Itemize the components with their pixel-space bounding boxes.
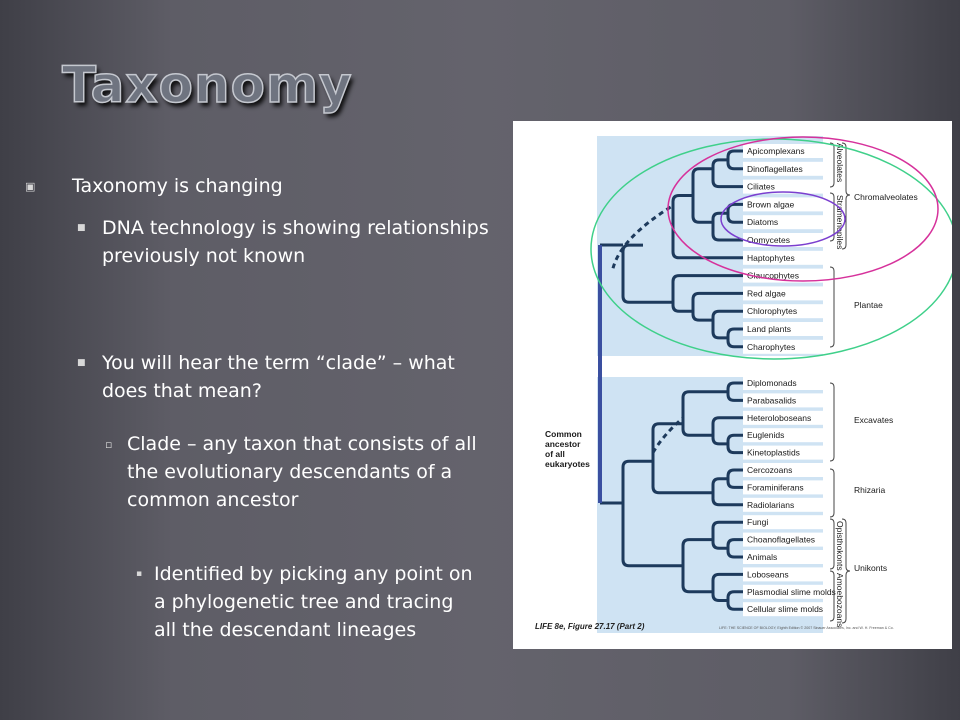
stramenopiles-label: Stramenopiles	[835, 195, 845, 249]
taxon-label: Choanoflagellates	[747, 535, 815, 545]
taxon-label-box	[743, 268, 825, 283]
taxon-label: Animals	[747, 552, 777, 562]
taxon-label-box	[743, 322, 825, 336]
branch-red-green	[691, 291, 743, 322]
branch-excavate-rhizaria	[651, 422, 713, 495]
taxon-label-box	[743, 463, 825, 477]
taxon-label: Dinoflagellates	[747, 164, 803, 174]
root-label-line1: Common	[545, 429, 582, 439]
taxon-label: Land plants	[747, 324, 791, 334]
bullet-text: DNA technology is showing relationships …	[102, 217, 489, 267]
root-label-line3: of all	[545, 449, 565, 459]
small-square-bullet-icon: ▪	[136, 569, 143, 579]
rhizaria-label: Rhizaria	[854, 485, 885, 495]
taxon-label: Cellular slime molds	[747, 604, 823, 614]
taxon-label: Brown algae	[747, 199, 795, 209]
figure-caption: LIFE 8e, Figure 27.17 (Part 2)	[535, 622, 645, 631]
branch-alveolate	[711, 158, 743, 189]
branch-opisthokont	[711, 520, 743, 550]
taxon-label: Loboseans	[747, 569, 789, 579]
taxon-label-box	[743, 480, 825, 495]
figure-credit: LIFE: THE SCIENCE OF BIOLOGY, Eighth Edi…	[719, 626, 894, 630]
taxon-label-box	[743, 428, 825, 443]
square-bullet-icon: ▣	[25, 180, 36, 193]
taxon-label: Radiolarians	[747, 500, 794, 510]
taxon-label: Foraminiferans	[747, 482, 804, 492]
taxon-label-box	[743, 602, 825, 617]
taxon-label-box	[743, 286, 825, 301]
branch-amoebozoan	[711, 572, 743, 602]
taxon-label: Chlorophytes	[747, 306, 797, 316]
alveolates-label: Alveolates	[835, 143, 845, 182]
taxon-label-box	[743, 376, 825, 390]
taxon-label-box	[743, 567, 825, 582]
branch-excavate	[681, 390, 728, 437]
branch-excavate-dashed	[651, 416, 684, 454]
magenta-ellipse	[667, 136, 939, 282]
taxon-label: Haptophytes	[747, 253, 795, 263]
taxon-label-box	[743, 250, 825, 265]
root-label-line2: ancestor	[545, 439, 581, 449]
taxon-label-box	[743, 584, 825, 599]
taxon-label: Diplomonads	[747, 378, 797, 388]
hollow-square-bullet-icon: ▫	[105, 438, 113, 451]
branch-bottom-split	[621, 459, 683, 568]
taxon-label-box	[743, 233, 825, 247]
bullet-text: You will hear the term “clade” – what do…	[102, 352, 455, 402]
excavates-label: Excavates	[854, 415, 893, 425]
branch-stramenopile	[711, 211, 743, 242]
taxon-label-box	[743, 215, 825, 230]
branch-chromalveolate-dashed	[611, 204, 674, 269]
taxon-label: Parabasalids	[747, 395, 796, 405]
taxon-label-box	[743, 161, 825, 176]
taxon-label: Fungi	[747, 517, 768, 527]
plantae-label: Plantae	[854, 300, 883, 310]
taxon-label: Ciliates	[747, 182, 775, 192]
bullet-text: Clade – any taxon that consists of all t…	[127, 433, 477, 511]
taxon-label-box	[743, 497, 825, 512]
square-bullet-icon: ■	[77, 223, 86, 233]
taxon-label: Glaucophytes	[747, 271, 799, 281]
chromalveolates-label: Chromalveolates	[854, 192, 918, 202]
square-bullet-icon: ■	[77, 358, 86, 368]
taxon-label-box	[743, 532, 825, 547]
slide-title: Taxonomy	[61, 55, 353, 115]
taxon-label-box	[743, 304, 825, 319]
branch-haptophyte	[671, 194, 743, 260]
branch-plantae	[671, 274, 743, 313]
taxon-label-box	[743, 550, 825, 564]
tree-svg: ApicomplexansDinoflagellatesCiliatesBrow…	[535, 136, 952, 633]
taxon-label: Euglenids	[747, 430, 784, 440]
taxon-label-box	[743, 410, 825, 425]
group-brackets	[829, 142, 851, 624]
taxon-label-box	[743, 197, 825, 212]
taxon-label-box	[743, 515, 825, 530]
branch-top-split	[621, 243, 673, 304]
taxon-label: Red algae	[747, 288, 786, 298]
taxon-label: Cercozoans	[747, 465, 792, 475]
taxon-label: Heteroloboseans	[747, 413, 811, 423]
opisthokonts-label: Opisthokonts	[835, 521, 845, 571]
taxon-label-box	[743, 445, 825, 460]
root-label-line4: eukaryotes	[545, 459, 590, 469]
taxon-label: Charophytes	[747, 342, 795, 352]
purple-ellipse	[720, 191, 846, 247]
unikonts-label: Unikonts	[854, 563, 887, 573]
bullet-text: Taxonomy is changing	[72, 175, 283, 197]
branch-discicristate	[711, 416, 743, 446]
taxon-label: Plasmodial slime molds	[747, 587, 836, 597]
taxon-label: Diatoms	[747, 217, 778, 227]
amoebozoans-label: Amoebozoans	[835, 573, 845, 627]
taxon-label-box	[743, 393, 825, 408]
taxon-label-box	[743, 339, 825, 354]
taxon-label-box	[743, 144, 825, 158]
branch-green	[711, 309, 743, 340]
taxon-label-box	[743, 179, 825, 194]
taxon-label: Apicomplexans	[747, 146, 805, 156]
taxon-label: Kinetoplastids	[747, 448, 800, 458]
taxon-label: Oomycetes	[747, 235, 790, 245]
bullet-text: Identified by picking any point on a phy…	[154, 563, 473, 641]
